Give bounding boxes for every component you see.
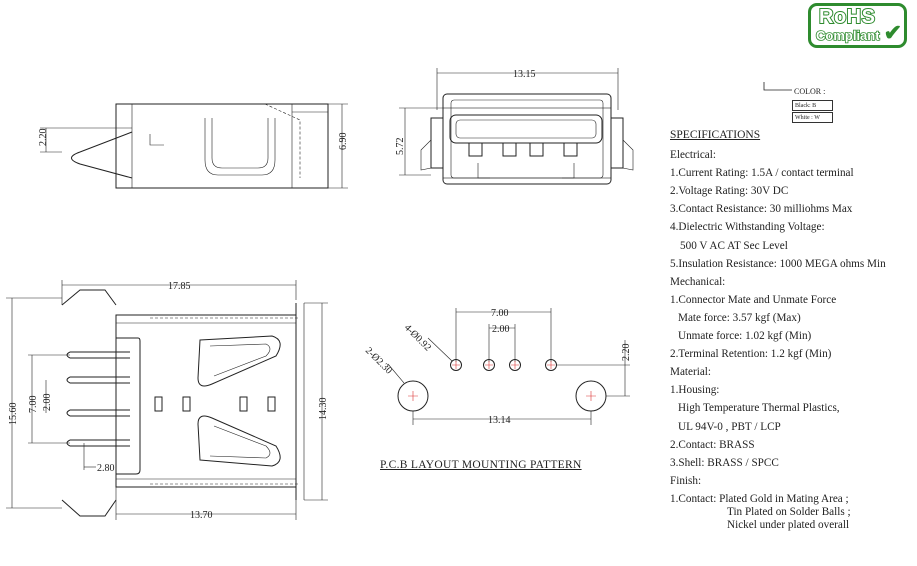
dim-side-total-height: 6.90 [338,133,349,151]
dim-pcb-pin-holes: 4-Ø0.92 [402,322,433,353]
spec-line: 1.Contact: Plated Gold in Mating Area ; [670,492,849,505]
spec-line: Mate force: 3.57 kgf (Max) [678,311,801,324]
spec-line: 1.Housing: [670,384,720,397]
dim-pcb-pin-pitch: 2.00 [492,324,510,335]
compliant-label: Compliant [815,27,880,44]
spec-line: 2.Contact: BRASS [670,438,755,451]
spec-line: 5.Insulation Resistance: 1000 MEGA ohms … [670,257,886,270]
dim-pcb-peg-span: 13.14 [488,415,511,426]
dim-top-body-length: 13.70 [190,510,213,521]
spec-line: Unmate force: 1.02 kgf (Min) [678,330,812,343]
spec-line: High Temperature Thermal Plastics, [678,402,840,415]
spec-line: UL 94V-0 , PBT / LCP [678,420,781,433]
front-view: 13.15 5.72 [395,68,634,185]
rohs-compliant-badge: RoHS Compliant ✔ [808,3,907,48]
section-heading-material: Material: [670,366,712,379]
pcb-layout-view: 7.00 2.00 13.14 2.20 4-Ø0.92 2-Ø2.30 [363,308,632,426]
dim-side-top-height: 2.20 [38,129,49,147]
top-view: 17.85 15.60 [6,280,329,521]
spec-line: 3.Contact Resistance: 30 milliohms Max [670,203,853,216]
spec-line: 1.Current Rating: 1.5A / contact termina… [670,167,854,180]
spec-line: 500 V AC AT Sec Level [680,239,788,252]
pcb-pin-hole [483,359,495,371]
color-option-white: White : W [792,112,833,123]
pcb-pin-hole [509,359,521,371]
dim-pcb-pin-offset: 2.20 [621,344,632,362]
spec-line: 2.Voltage Rating: 30V DC [670,185,789,198]
pcb-pin-hole [450,359,462,371]
dim-pcb-pin-span: 7.00 [491,308,509,319]
spec-line: 1.Connector Mate and Unmate Force [670,293,837,306]
spec-line: Nickel under plated overall [727,518,850,531]
dim-front-width: 13.15 [513,69,536,80]
spec-line: 2.Terminal Retention: 1.2 kgf (Min) [670,348,832,361]
section-heading-electrical: Electrical: [670,149,716,162]
section-heading-finish: Finish: [670,474,702,487]
color-option-black: Black: B [792,100,833,111]
section-heading-mechanical: Mechanical: [670,275,726,288]
dim-top-pin-pitch: 2.00 [42,394,53,412]
color-option-box: COLOR : Black: B White : W [762,80,872,130]
color-label: COLOR : [794,87,826,96]
checkmark-icon: ✔ [883,20,902,45]
specifications-block: SPECIFICATIONS Electrical: 1.Current Rat… [670,126,917,532]
dim-top-pin-span: 7.00 [28,396,39,414]
pcb-layout-title: P.C.B LAYOUT MOUNTING PATTERN [380,459,582,471]
rohs-label: RoHS [818,5,876,29]
dim-top-pin-offset: 2.80 [97,463,115,474]
specifications-title: SPECIFICATIONS [670,129,761,141]
dim-top-width-body: 14.30 [318,398,329,421]
spec-line: 3.Shell: BRASS / SPCC [670,456,779,469]
dim-top-length: 17.85 [168,281,191,292]
color-leader-line [763,82,792,91]
side-view: 2.20 6.90 [38,103,349,189]
dim-front-height: 5.72 [395,138,406,156]
spec-line: Tin Plated on Solder Balls ; [727,505,851,518]
spec-line: 4.Dielectric Withstanding Voltage: [670,221,825,234]
dim-pcb-peg-holes: 2-Ø2.30 [363,345,394,376]
dim-top-width-outer: 15.60 [8,403,19,426]
